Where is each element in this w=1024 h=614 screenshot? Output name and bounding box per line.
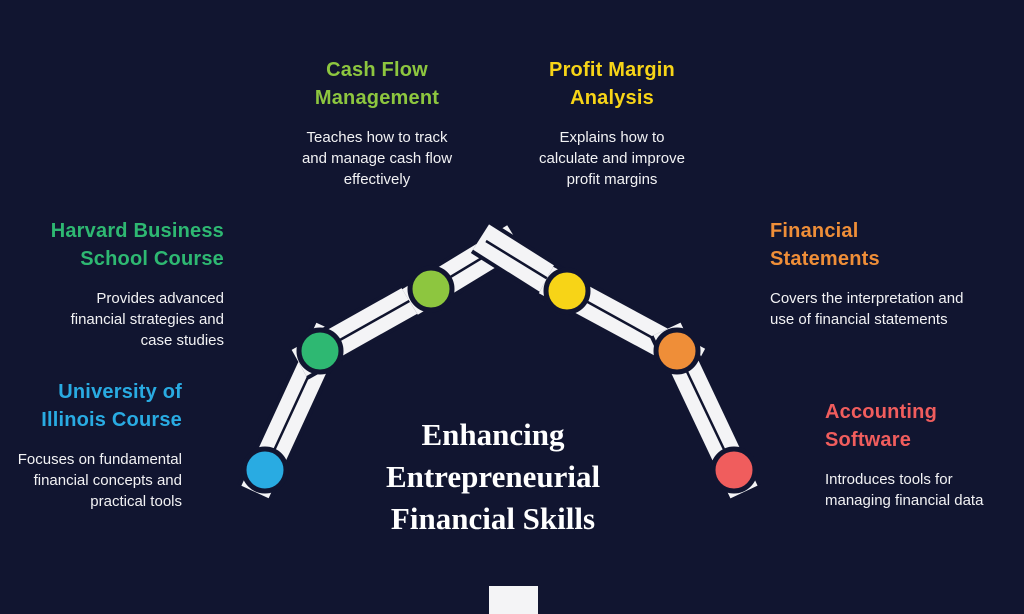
node-financial-statements bbox=[653, 327, 701, 375]
topic-profit-margin-analysis: Profit Margin Analysis Explains how to c… bbox=[512, 56, 712, 190]
topic-heading: Financial Statements bbox=[770, 220, 880, 270]
node-university-of-illinois bbox=[241, 446, 289, 494]
topic-heading: Harvard Business School Course bbox=[50, 220, 224, 270]
base-post bbox=[485, 582, 542, 614]
node-harvard-business-school bbox=[296, 327, 344, 375]
topic-description: Covers the interpretation and use of fin… bbox=[770, 290, 964, 328]
topic-heading: Profit Margin Analysis bbox=[549, 59, 675, 109]
topic-financial-statements: Financial Statements Covers the interpre… bbox=[770, 217, 975, 330]
node-profit-margin-analysis bbox=[543, 267, 591, 315]
topic-description: Introduces tools for managing financial … bbox=[825, 471, 984, 509]
topic-heading: Cash Flow Management bbox=[314, 59, 440, 109]
topic-description: Focuses on fundamental financial concept… bbox=[17, 451, 182, 510]
topic-heading: University of Illinois Course bbox=[41, 381, 182, 431]
topic-university-of-illinois-course: University of Illinois Course Focuses on… bbox=[2, 378, 182, 512]
topic-harvard-business-school-course: Harvard Business School Course Provides … bbox=[24, 217, 224, 351]
topic-accounting-software: Accounting Software Introduces tools for… bbox=[825, 398, 1020, 511]
topic-description: Provides advanced financial strategies a… bbox=[70, 290, 224, 349]
node-cash-flow-management bbox=[407, 265, 455, 313]
topic-description: Teaches how to track and manage cash flo… bbox=[301, 129, 453, 188]
node-accounting-software bbox=[710, 446, 758, 494]
page-title: Enhancing Entrepreneurial Financial Skil… bbox=[385, 417, 601, 536]
topic-description: Explains how to calculate and improve pr… bbox=[539, 129, 685, 188]
topic-heading: Accounting Software bbox=[825, 401, 937, 451]
topic-cash-flow-management: Cash Flow Management Teaches how to trac… bbox=[270, 56, 484, 190]
